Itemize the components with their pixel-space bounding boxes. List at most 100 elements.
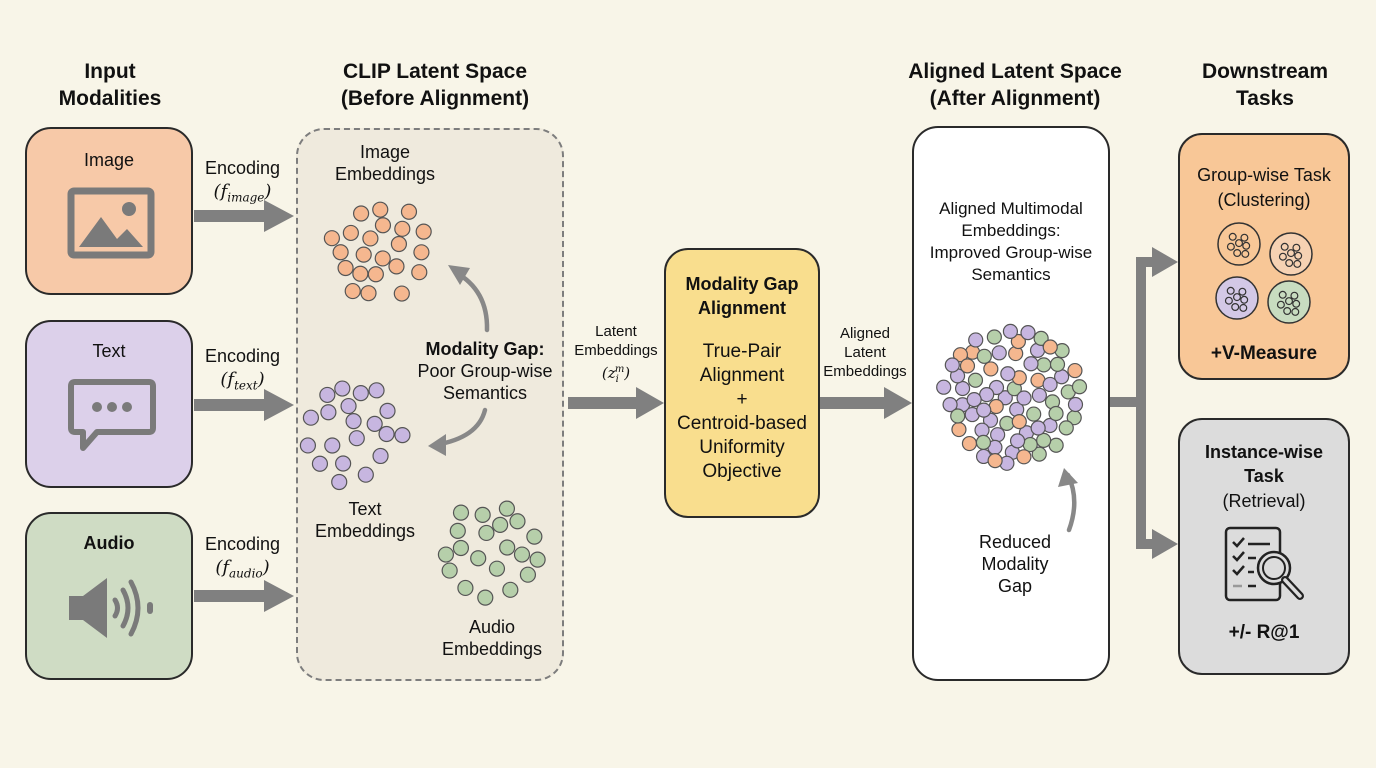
audio-embedding-dot (1049, 356, 1066, 372)
image-embedding-dot (413, 244, 430, 261)
image-embedding-dot (367, 266, 384, 283)
text-embedding-dot (944, 357, 960, 373)
cluster-member-dot (1286, 249, 1295, 258)
audio-embedding-dot (441, 562, 458, 579)
text-embedding-dot (1030, 420, 1046, 436)
image-embedding-dot (355, 246, 372, 263)
text-embedding-dot (368, 382, 385, 399)
image-embedding-dot (374, 250, 391, 267)
text-embedding-dot (1020, 325, 1036, 341)
v-measure-metric: +V-Measure (1210, 343, 1318, 364)
text-embedding-dot (335, 455, 352, 472)
audio-embedding-dot (478, 524, 495, 542)
audio-embedding-dot (488, 560, 506, 577)
image-embedding-dot (388, 258, 405, 275)
image-embedding-dot (352, 265, 369, 282)
text-embedding-dot (997, 390, 1013, 406)
speaker-icon (69, 578, 153, 638)
text-embedding-dot (979, 387, 995, 403)
reduced-modality-gap-label: Reduced Modality Gap (978, 532, 1052, 596)
text-embedding-dot (324, 437, 341, 454)
cluster-member-dot (1238, 287, 1247, 296)
aligned-multimodal-label: Aligned Multimodal Embeddings: Improved … (929, 199, 1093, 284)
text-embedding-dot (1023, 356, 1039, 372)
audio-embedding-dot (529, 551, 546, 568)
cluster-member-dot (1240, 295, 1249, 304)
audio-embedding-dot (509, 513, 526, 530)
cluster-member-dot (1283, 307, 1292, 316)
image-embedding-dot (362, 230, 379, 247)
instance-wise-task-box: Instance-wise Task (Retrieval) +/- R@1 (1178, 418, 1350, 675)
text-embedding-dot (372, 447, 389, 465)
text-embedding-dot (348, 430, 365, 447)
input-box-text: Text (25, 320, 193, 488)
audio-embedding-dot (437, 546, 455, 563)
text-embedding-dot (1042, 376, 1058, 393)
text-embedding-dot (352, 385, 369, 402)
audio-embedding-dot (492, 516, 509, 533)
audio-embedding-dot (1031, 446, 1047, 462)
text-embedding-dot (334, 380, 351, 397)
image-embedding-dot (952, 347, 969, 363)
text-embedding-dot (331, 473, 348, 491)
cluster-member-dot (1242, 241, 1251, 250)
image-embedding-dot (332, 244, 349, 261)
text-embedding-dot (366, 415, 383, 432)
input-box-audio: Audio (25, 512, 193, 680)
input-box-image: Image (25, 127, 193, 295)
input-label-image: Image (83, 150, 135, 170)
cluster-member-dot (1224, 296, 1233, 305)
cluster-member-dot (1293, 259, 1302, 268)
audio-embedding-dot (1058, 420, 1074, 436)
arrow-branch-to-tasks (1110, 247, 1178, 559)
cluster-group-icon (1217, 222, 1261, 266)
image-embedding-dot (959, 358, 976, 374)
group-wise-task-box: Group-wise Task (Clustering) +V-Measure (1178, 133, 1350, 380)
cluster-member-dot (1276, 300, 1285, 309)
cluster-member-dot (1226, 242, 1235, 251)
cluster-member-dot (1291, 307, 1300, 316)
audio-embedding-dot (519, 566, 537, 583)
heading-clip-latent-space: CLIP Latent Space(Before Alignment) (340, 60, 530, 110)
cluster-member-dot (1290, 291, 1299, 300)
audio-embedding-dot (1036, 432, 1052, 448)
text-embedding-dot (942, 397, 958, 413)
cluster-member-dot (1231, 303, 1240, 312)
image-embedding-dot (344, 282, 361, 300)
image-embedding-dot (1016, 449, 1032, 465)
text-embedding-dot (340, 397, 357, 415)
text-embedding-dot (954, 380, 971, 397)
text-embedding-dot (345, 413, 362, 430)
text-embedding-dot (1002, 323, 1019, 339)
cluster-member-dot (1280, 242, 1289, 251)
audio-embedding-dot (452, 504, 470, 521)
arrow-encode-image (194, 200, 294, 232)
cluster-member-dot (1233, 249, 1242, 258)
image-embedding-dot (951, 421, 967, 438)
image-embedding-dot (988, 398, 1004, 415)
text-embedding-dot (378, 425, 395, 443)
arrow-encode-text (194, 389, 294, 421)
encoding-label-text: Encoding (ftext) (204, 346, 281, 393)
audio-embedding-dot (498, 500, 516, 517)
text-embedding-dot (1009, 433, 1026, 449)
image-embedding-dot (411, 264, 428, 281)
cluster-member-dot (1228, 232, 1237, 241)
image-embedding-dot (1042, 339, 1058, 355)
text-embedding-dot (357, 466, 374, 483)
image-embedding-dot (1010, 333, 1026, 350)
text-embedding-dot (394, 427, 411, 444)
image-embedding-dot (1067, 362, 1083, 379)
text-embedding-dot (1016, 390, 1032, 406)
image-embedding-dot (323, 230, 340, 247)
audio-embedding-dot (1071, 379, 1088, 395)
text-embedding-dot (976, 402, 992, 418)
text-embedding-dot (990, 427, 1006, 443)
audio-embedding-dot (474, 506, 491, 523)
cluster-member-dot (1284, 297, 1293, 306)
image-embedding-dot (983, 361, 999, 377)
cluster-member-dot (1285, 259, 1294, 268)
